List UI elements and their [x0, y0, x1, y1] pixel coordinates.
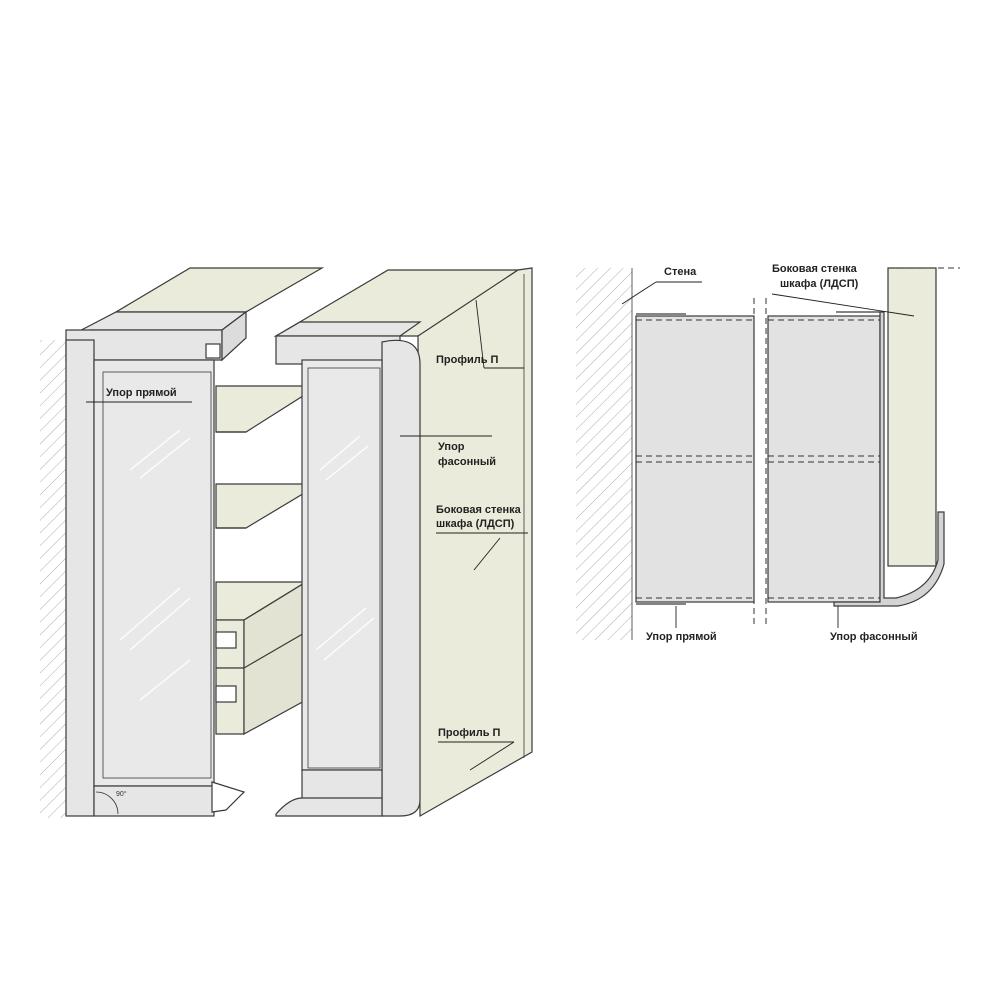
plan-door-left	[635, 315, 755, 603]
label-plan-shaped-stop: Упор фасонный	[830, 631, 918, 643]
shaped-stop	[381, 339, 421, 817]
left-profile-clip	[205, 343, 221, 359]
label-plan-side-wall-2: шкафа (ЛДСП)	[780, 278, 859, 290]
left-angle-arc	[95, 791, 119, 815]
right-glass-reflection	[319, 435, 361, 471]
left-bottom-track	[211, 781, 246, 813]
leader-profile-top-d	[475, 299, 485, 369]
left-door-glass	[102, 371, 212, 779]
left-top-profile-side	[221, 310, 247, 362]
label-plan-side-wall-1: Боковая стенка	[772, 263, 858, 275]
right-bottom-rail	[301, 769, 383, 801]
right-glass-reflection	[325, 445, 369, 481]
left-glass-reflection	[119, 587, 181, 641]
label-side-wall-1: Боковая стенка	[436, 504, 522, 516]
drawer-handle-upper	[215, 631, 237, 649]
left-glass-reflection	[139, 437, 191, 479]
label-wall: Стена	[664, 266, 697, 278]
left-jamb	[65, 339, 95, 817]
label-shaped-stop-2: фасонный	[438, 456, 496, 468]
left-bottom-rail	[93, 785, 215, 817]
left-glass-reflection	[129, 429, 181, 471]
label-profile-bottom: Профиль П	[438, 727, 501, 739]
left-view-labels: Упор прямой Профиль П Упор фасонный Боко…	[86, 299, 528, 771]
plan-side-wall	[887, 267, 937, 567]
right-glass-reflection	[315, 607, 367, 651]
middle-shelves	[215, 385, 309, 736]
right-cabinet	[273, 267, 533, 818]
shelf-top	[215, 385, 307, 433]
left-wall-hatch	[40, 340, 66, 818]
leader-profile-bottom-d	[469, 741, 515, 771]
right-wall-hatch	[576, 268, 632, 640]
right-bottom-track	[275, 797, 383, 817]
shelf-middle	[215, 483, 307, 529]
left-door-frame	[93, 359, 215, 787]
left-view: 90°	[40, 267, 533, 818]
label-plan-straight-stop: Упор прямой	[646, 631, 717, 643]
leader-plan-side-wall	[771, 293, 915, 317]
left-top-panel	[113, 267, 325, 313]
right-top-profile-top	[273, 321, 422, 337]
right-view: Стена Боковая стенка шкафа (ЛДСП) Упор п…	[576, 263, 960, 643]
left-glass-reflection	[139, 659, 191, 701]
plan-shaped-stop	[833, 311, 945, 607]
drawer-handle-lower	[215, 685, 237, 703]
left-angle-label: 90°	[116, 790, 127, 798]
label-shaped-stop-1: Упор	[438, 441, 465, 453]
right-glass-reflection	[323, 617, 375, 661]
right-door-glass	[307, 367, 381, 769]
left-glass-reflection	[129, 597, 191, 651]
right-door-frame	[301, 359, 383, 771]
drawer-divider	[243, 631, 307, 669]
label-profile-top: Профиль П	[436, 354, 499, 366]
label-side-wall-2: шкафа (ЛДСП)	[436, 518, 515, 530]
left-door-section: 90°	[65, 267, 325, 817]
plan-door-right	[767, 315, 881, 603]
leader-wall-d	[621, 281, 657, 305]
label-straight-stop-left: Упор прямой	[106, 387, 177, 399]
leader-side-wall-d	[473, 537, 501, 571]
